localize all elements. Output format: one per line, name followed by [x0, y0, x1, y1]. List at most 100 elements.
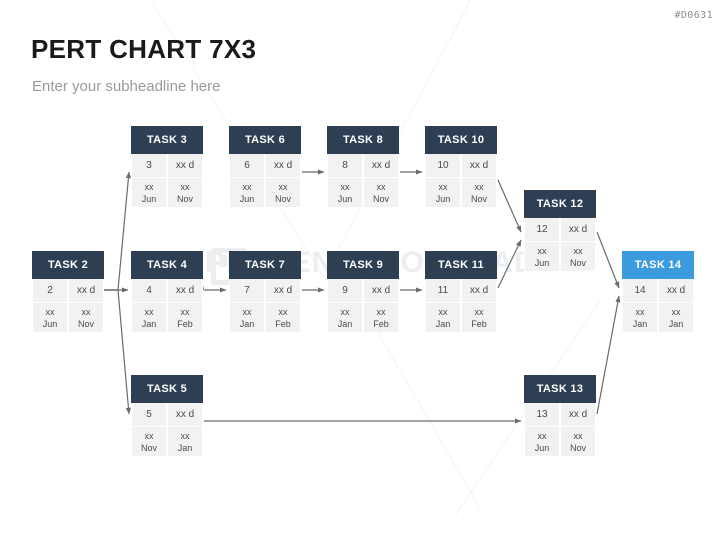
node-task10-end-day: xx — [474, 182, 484, 192]
node-task7[interactable]: TASK 7 7 xx d xx Jan xx Feb — [229, 251, 301, 333]
node-task10-start-day: xx — [438, 182, 448, 192]
node-task6-number: 6 — [229, 154, 265, 178]
node-task8-title: TASK 8 — [327, 126, 399, 154]
node-task4-duration: xx d — [167, 279, 203, 303]
node-task4-number: 4 — [131, 279, 167, 303]
node-task7-number: 7 — [229, 279, 265, 303]
node-task5-title: TASK 5 — [131, 375, 203, 403]
node-task8-start-month: Jun — [337, 194, 353, 204]
node-task3-number: 3 — [131, 154, 167, 178]
node-task14[interactable]: TASK 14 14 xx d xx Jan xx Jan — [622, 251, 694, 333]
node-task7-start-month: Jan — [239, 319, 255, 329]
node-task5-end-month: Jan — [177, 443, 193, 453]
node-task12-end-day: xx — [573, 246, 583, 256]
node-task9-end: xx Feb — [363, 303, 399, 333]
node-task11-end: xx Feb — [461, 303, 497, 333]
node-task7-end-month: Feb — [275, 319, 291, 329]
node-task5-start: xx Nov — [131, 427, 167, 457]
node-task7-end-day: xx — [278, 307, 288, 317]
node-task6-start-month: Jun — [239, 194, 255, 204]
node-task8-duration: xx d — [363, 154, 399, 178]
node-task9-start-day: xx — [340, 307, 350, 317]
page-title: PERT CHART 7X3 — [31, 34, 257, 64]
node-task13-start: xx Jun — [524, 427, 560, 457]
node-task6-end-month: Nov — [274, 194, 291, 204]
node-task13-duration: xx d — [560, 403, 596, 427]
node-task12-start: xx Jun — [524, 242, 560, 272]
node-task7-start-day: xx — [242, 307, 252, 317]
node-task14-start-month: Jan — [632, 319, 648, 329]
node-task11-start: xx Jan — [425, 303, 461, 333]
node-task8-start: xx Jun — [327, 178, 363, 208]
node-task9-end-month: Feb — [373, 319, 389, 329]
node-task2-start: xx Jun — [32, 303, 68, 333]
edge-task10-task12 — [497, 179, 522, 233]
node-task2-end-month: Nov — [77, 319, 94, 329]
node-task7-duration: xx d — [265, 279, 301, 303]
node-task14-end-month: Jan — [668, 319, 684, 329]
node-task14-end: xx Jan — [658, 303, 694, 333]
node-task12-number: 12 — [524, 218, 560, 242]
page-subtitle: Enter your subheadline here — [32, 78, 221, 95]
node-task10-title: TASK 10 — [425, 126, 497, 154]
node-task2-end: xx Nov — [68, 303, 104, 333]
node-task11-number: 11 — [425, 279, 461, 303]
node-task3[interactable]: TASK 3 3 xx d xx Jun xx Nov — [131, 126, 203, 208]
node-task8[interactable]: TASK 8 8 xx d xx Jun xx Nov — [327, 126, 399, 208]
node-task10-duration: xx d — [461, 154, 497, 178]
node-task8-end: xx Nov — [363, 178, 399, 208]
node-task14-title: TASK 14 — [622, 251, 694, 279]
node-task9[interactable]: TASK 9 9 xx d xx Jan xx Feb — [327, 251, 399, 333]
node-task2-duration: xx d — [68, 279, 104, 303]
node-task11-start-month: Jan — [435, 319, 451, 329]
node-task6-title: TASK 6 — [229, 126, 301, 154]
node-task7-title: TASK 7 — [229, 251, 301, 279]
node-task12[interactable]: TASK 12 12 xx d xx Jun xx Nov — [524, 190, 596, 272]
node-task4-end: xx Feb — [167, 303, 203, 333]
node-task12-start-month: Jun — [534, 258, 550, 268]
node-task11-start-day: xx — [438, 307, 448, 317]
node-task12-duration: xx d — [560, 218, 596, 242]
node-task14-end-day: xx — [671, 307, 681, 317]
node-task6[interactable]: TASK 6 6 xx d xx Jun xx Nov — [229, 126, 301, 208]
node-task3-start: xx Jun — [131, 178, 167, 208]
node-task4-start-day: xx — [144, 307, 154, 317]
node-task11-duration: xx d — [461, 279, 497, 303]
node-task2-number: 2 — [32, 279, 68, 303]
node-task13-title: TASK 13 — [524, 375, 596, 403]
node-task10-start: xx Jun — [425, 178, 461, 208]
node-task6-start-day: xx — [242, 182, 252, 192]
node-task13-end: xx Nov — [560, 427, 596, 457]
node-task2-start-month: Jun — [42, 319, 58, 329]
node-task12-start-day: xx — [537, 246, 547, 256]
node-task10[interactable]: TASK 10 10 xx d xx Jun xx Nov — [425, 126, 497, 208]
node-task12-title: TASK 12 — [524, 190, 596, 218]
node-task11-end-day: xx — [474, 307, 484, 317]
node-task5[interactable]: TASK 5 5 xx d xx Nov xx Jan — [131, 375, 203, 457]
node-task4-start-month: Jan — [141, 319, 157, 329]
node-task5-number: 5 — [131, 403, 167, 427]
node-task3-start-month: Jun — [141, 194, 157, 204]
node-task9-number: 9 — [327, 279, 363, 303]
node-task2-end-day: xx — [81, 307, 91, 317]
node-task4[interactable]: TASK 4 4 xx d xx Jan xx Feb — [131, 251, 203, 333]
node-task2[interactable]: TASK 2 2 xx d xx Jun xx Nov — [32, 251, 104, 333]
node-task3-start-day: xx — [144, 182, 154, 192]
edge-task13-task14 — [596, 295, 621, 415]
node-task13-end-day: xx — [573, 431, 583, 441]
node-task8-end-month: Nov — [372, 194, 389, 204]
node-task11[interactable]: TASK 11 11 xx d xx Jan xx Feb — [425, 251, 497, 333]
node-task9-start: xx Jan — [327, 303, 363, 333]
node-task4-end-month: Feb — [177, 319, 193, 329]
node-task11-title: TASK 11 — [425, 251, 497, 279]
node-task5-end-day: xx — [180, 431, 190, 441]
node-task10-start-month: Jun — [435, 194, 451, 204]
node-task6-start: xx Jun — [229, 178, 265, 208]
node-task5-start-day: xx — [144, 431, 154, 441]
node-task12-end: xx Nov — [560, 242, 596, 272]
node-task13[interactable]: TASK 13 13 xx d xx Jun xx Nov — [524, 375, 596, 457]
node-task8-start-day: xx — [340, 182, 350, 192]
node-task11-end-month: Feb — [471, 319, 487, 329]
node-task14-duration: xx d — [658, 279, 694, 303]
